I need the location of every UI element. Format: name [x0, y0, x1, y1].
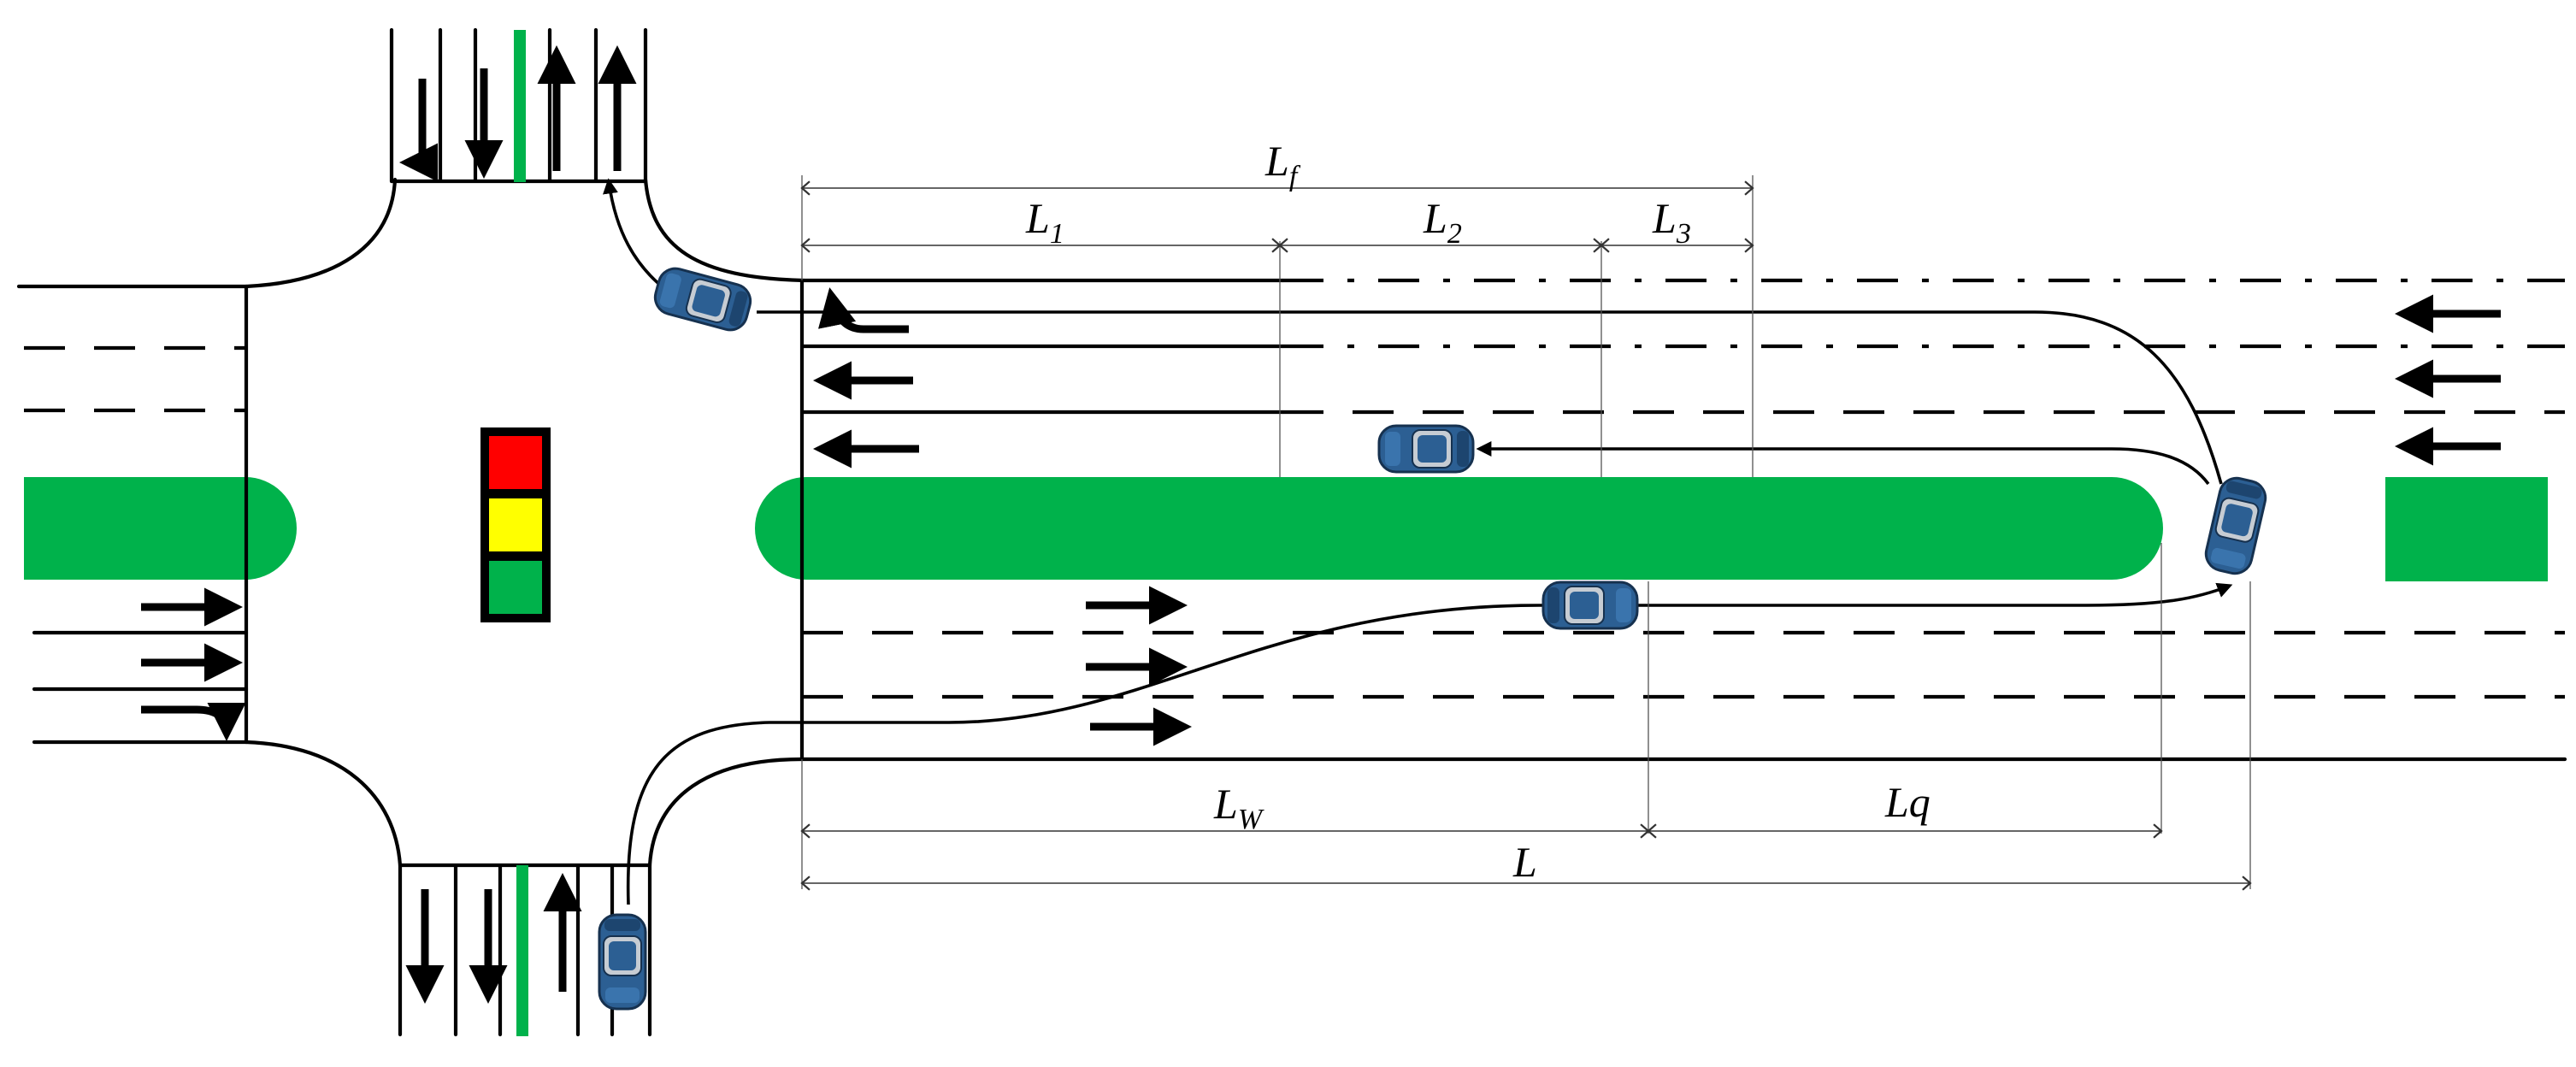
label-l1: L1	[1025, 194, 1064, 250]
north-centerline	[514, 30, 526, 182]
label-l3: L3	[1652, 194, 1691, 250]
median-west	[24, 477, 297, 580]
label-l: L	[1512, 838, 1537, 886]
car-eastbound	[1541, 581, 1639, 630]
extension-lines	[801, 175, 2251, 889]
vehicle-paths	[603, 178, 2233, 905]
signal-green	[489, 561, 542, 614]
south-centerline	[516, 865, 528, 1036]
traffic-signal	[480, 427, 551, 622]
label-lw: LW	[1213, 780, 1264, 835]
car-westbound	[1377, 424, 1475, 474]
signal-red	[489, 436, 542, 489]
road-edges	[16, 27, 2567, 1037]
label-lq: Lq	[1884, 778, 1931, 826]
car-south	[598, 913, 647, 1011]
median-main	[755, 477, 2163, 580]
label-l2: L2	[1423, 194, 1462, 250]
label-lf: Lf	[1264, 137, 1301, 192]
lane-arrows	[141, 45, 2501, 1004]
median-east	[2385, 477, 2548, 581]
dimension-lines	[800, 180, 2252, 891]
car-uturn	[2201, 473, 2271, 579]
signal-yellow	[489, 498, 542, 551]
